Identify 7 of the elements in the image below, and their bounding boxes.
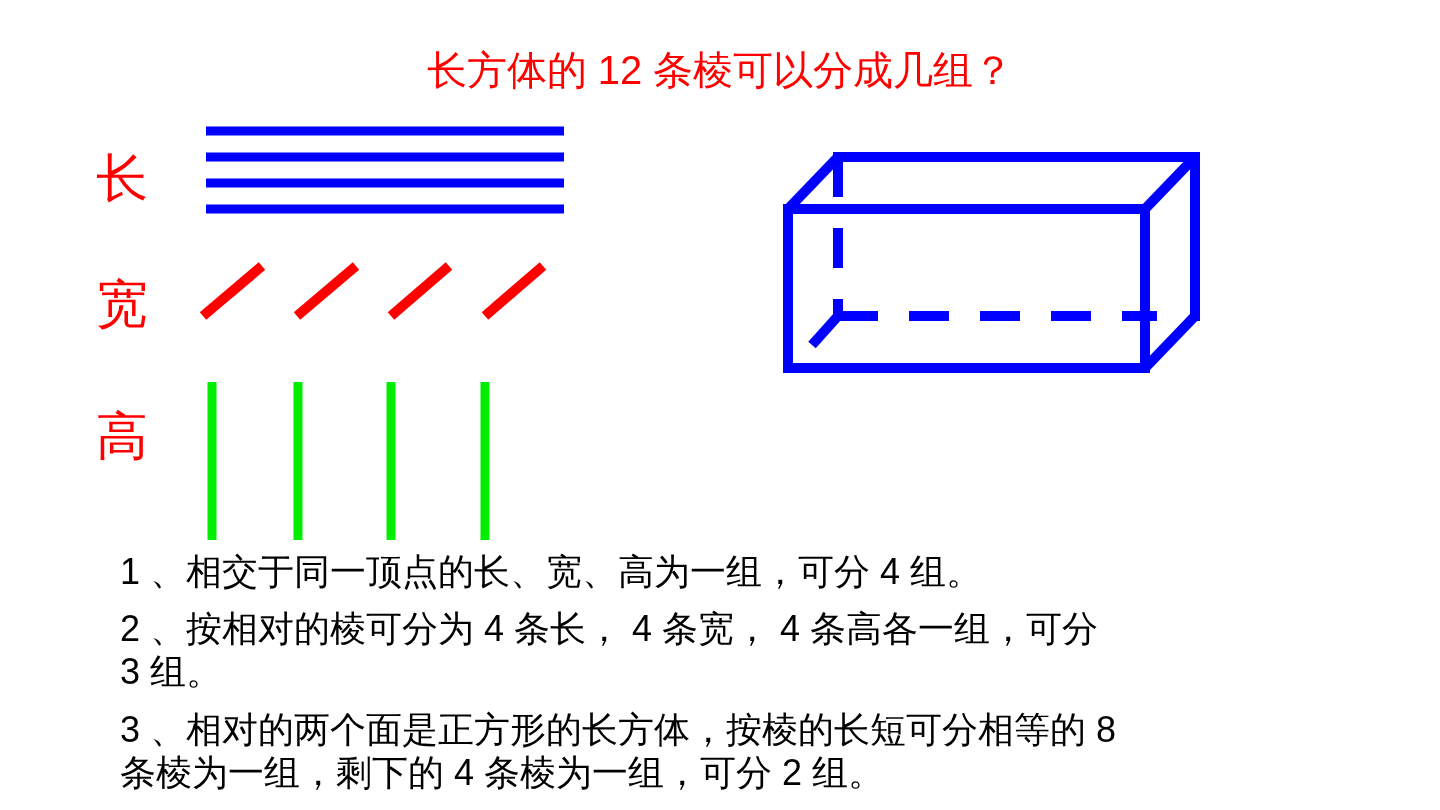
group-label: 长 xyxy=(96,152,148,204)
group-label: 宽 xyxy=(96,278,148,330)
answer-paragraph: 2 、按相对的棱可分为 4 条长， 4 条宽， 4 条高各一组，可分 3 组。 xyxy=(120,607,1100,694)
group-label: 高 xyxy=(96,410,148,462)
answer-paragraph: 3 、相对的两个面是正方形的长方体，按棱的长短可分相等的 8 条棱为一组，剩下的 4 条棱为一组，可分 2 组。 xyxy=(120,707,1118,794)
title: 长方体的 12 条棱可以分成几组？ xyxy=(426,48,1014,92)
answer-paragraph: 1 、相交于同一顶点的长、宽、高为一组，可分 4 组。 xyxy=(120,550,984,594)
